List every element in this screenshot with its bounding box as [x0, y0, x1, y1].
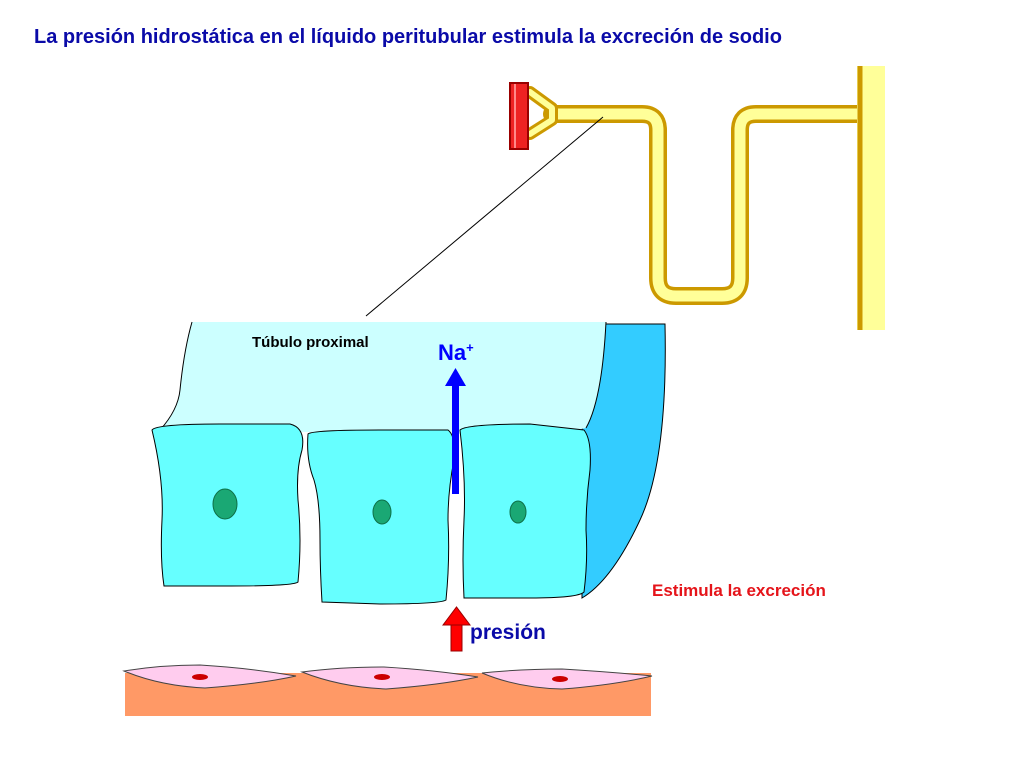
- endothelial-nucleus: [374, 674, 390, 680]
- effect-label: Estimula la excreción: [652, 581, 826, 600]
- sodium-charge: +: [466, 340, 474, 355]
- nephron-tube-outline: [543, 105, 875, 305]
- nephron-schematic: [509, 66, 885, 330]
- basement-membrane: [581, 323, 666, 599]
- endothelial-nucleus: [192, 674, 208, 680]
- page-title: La presión hidrostática en el líquido pe…: [34, 26, 782, 48]
- endothelial-cell: [300, 666, 479, 690]
- tubule-label: Túbulo proximal: [252, 334, 369, 351]
- pressure-arrow: [442, 606, 471, 652]
- sodium-symbol: Na: [438, 340, 467, 365]
- endothelial-cell: [122, 664, 297, 689]
- endothelial-nucleus: [552, 676, 568, 682]
- sodium-arrow: [445, 368, 466, 494]
- pressure-label: presión: [470, 621, 546, 644]
- cell-nucleus: [372, 499, 392, 525]
- afferent-vessel: [509, 82, 529, 150]
- peritubular-capillary: [122, 664, 653, 716]
- zoom-connector-line: [365, 116, 604, 317]
- cell-nucleus: [212, 488, 238, 520]
- tubule-section: [151, 321, 666, 605]
- tubule-lumen: [160, 322, 606, 434]
- nephron-tube-inner: [546, 108, 872, 302]
- sodium-label: Na+: [438, 340, 474, 366]
- cell-nucleus: [509, 500, 527, 524]
